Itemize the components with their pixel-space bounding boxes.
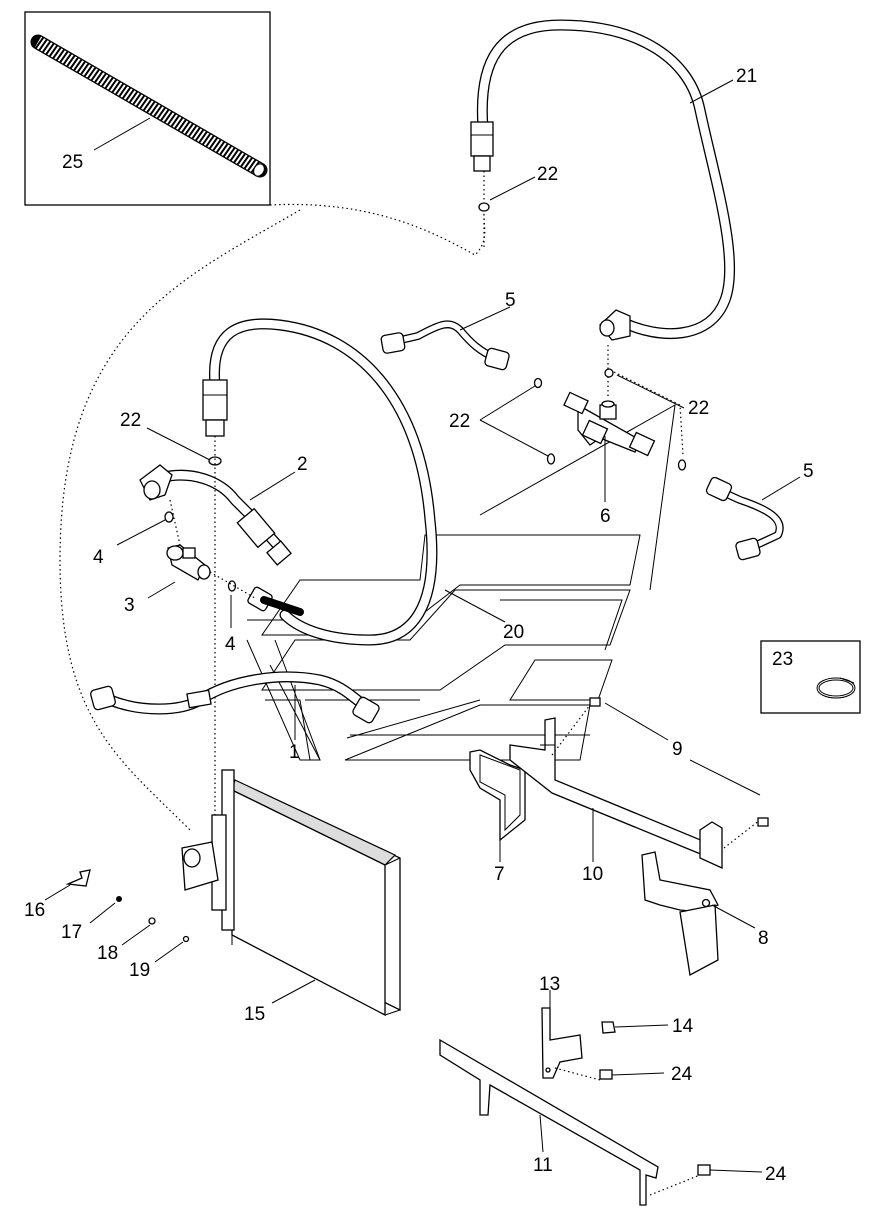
callout-8: 8 — [758, 928, 769, 949]
inset-box-item-25 — [24, 11, 271, 206]
clip-14 — [601, 1021, 616, 1034]
callout-labels: 25 21 22 5 22 22 22 5 2 6 4 3 4 20 23 1 … — [24, 66, 814, 1185]
clip-19 — [182, 935, 190, 943]
callout-2: 2 — [297, 454, 308, 475]
callout-9: 9 — [672, 739, 683, 760]
callout-23: 23 — [772, 649, 793, 670]
bolt-9-lower — [757, 817, 769, 827]
hose-2 — [139, 464, 292, 566]
nut-17 — [116, 896, 122, 902]
screw-16 — [65, 869, 91, 887]
callout-10: 10 — [582, 864, 603, 885]
coil-spring-part — [30, 34, 268, 178]
callout-18: 18 — [97, 943, 118, 964]
callout-22-left: 22 — [120, 410, 141, 431]
bolt-24-upper — [599, 1069, 613, 1080]
condenser-15 — [181, 769, 401, 1017]
callout-22-right: 22 — [688, 398, 709, 419]
callout-22-middle: 22 — [449, 411, 470, 432]
bolt-9-upper — [589, 697, 601, 707]
bolt-24-lower — [697, 1164, 711, 1176]
hose-21 — [470, 19, 736, 341]
callout-7: 7 — [494, 864, 505, 885]
callout-3: 3 — [124, 595, 135, 616]
pipe-5-upper — [380, 320, 510, 371]
callout-4-left: 4 — [93, 547, 104, 568]
inset-box-item-23 — [760, 640, 861, 714]
leader-lines — [44, 79, 801, 1173]
bracket-13 — [541, 1007, 583, 1079]
fitting-3 — [166, 544, 211, 581]
callout-15: 15 — [244, 1004, 265, 1025]
callout-24-upper: 24 — [671, 1064, 693, 1085]
callout-17: 17 — [61, 922, 82, 943]
callout-19: 19 — [129, 960, 150, 981]
callout-21: 21 — [736, 66, 757, 87]
callout-20: 20 — [503, 622, 524, 643]
bracket-8 — [641, 851, 719, 977]
callout-1: 1 — [289, 742, 300, 763]
callout-6: 6 — [600, 506, 611, 527]
callout-4-middle: 4 — [225, 634, 236, 655]
bracket-7 — [469, 749, 526, 842]
hose-20 — [202, 318, 438, 646]
callout-16: 16 — [24, 900, 45, 921]
callout-5-lower: 5 — [803, 461, 814, 482]
callout-11: 11 — [533, 1155, 553, 1176]
callout-22-top: 22 — [537, 164, 558, 185]
tee-fitting-6 — [563, 391, 656, 457]
callout-13: 13 — [539, 974, 560, 995]
pipe-5-lower — [705, 476, 784, 561]
hose-1 — [90, 671, 380, 724]
bracket-11 — [439, 1038, 659, 1206]
callout-24-lower: 24 — [765, 1164, 787, 1185]
callout-5-upper: 5 — [505, 290, 516, 311]
washer-18 — [148, 917, 156, 925]
callout-14: 14 — [672, 1016, 694, 1037]
bracket-10 — [509, 717, 723, 870]
callout-25: 25 — [62, 152, 83, 173]
clamp-part — [816, 677, 856, 699]
